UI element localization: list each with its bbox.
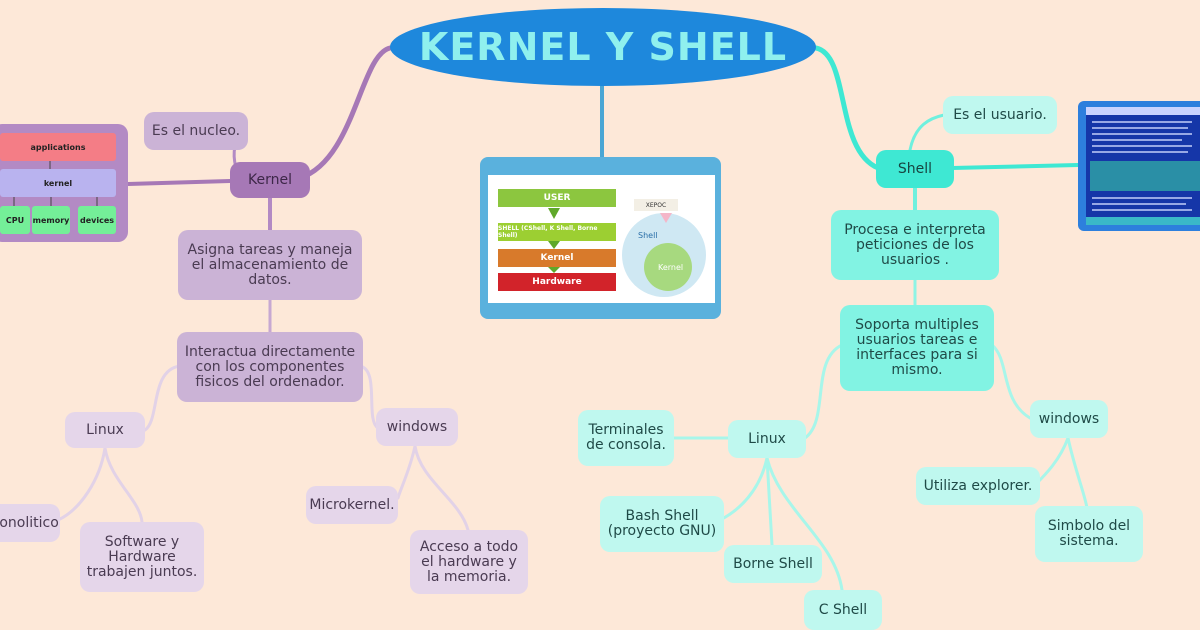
illu-layer-arrows xyxy=(488,175,715,303)
kernel-architecture-illustration: applications kernel CPU memory devices xyxy=(0,124,128,242)
shell-windows-node: windows xyxy=(1030,400,1108,438)
shell-supports: Soporta multiples usuarios tareas e inte… xyxy=(840,305,994,391)
kernel-windows-microkernel: Microkernel. xyxy=(306,486,398,524)
shell-windows-simbolo: Simbolo del sistema. xyxy=(1035,506,1143,562)
shell-windows-explorer: Utiliza explorer. xyxy=(916,467,1040,505)
kernel-interacts: Interactua directamente con los componen… xyxy=(177,332,363,402)
shell-layers-illustration: USER SHELL (CShell, K Shell, Borne Shell… xyxy=(480,157,721,319)
shell-linux-bash: Bash Shell (proyecto GNU) xyxy=(600,496,724,552)
illu-arrows xyxy=(0,124,128,242)
shell-linux-borne: Borne Shell xyxy=(724,545,822,583)
shell-node: Shell xyxy=(876,150,954,188)
shell-process: Procesa e interpreta peticiones de los u… xyxy=(831,210,999,280)
kernel-linux-node: Linux xyxy=(65,412,145,448)
illu-circle-outer-label: Shell xyxy=(638,231,658,240)
kernel-definition: Es el nucleo. xyxy=(144,112,248,150)
shell-linux-node: Linux xyxy=(728,420,806,458)
kernel-node: Kernel xyxy=(230,162,310,198)
illu-circle-inner-label: Kernel xyxy=(658,263,683,272)
terminal-screenshot-illustration xyxy=(1078,101,1200,231)
illu-tag: XEPOC xyxy=(634,199,678,211)
kernel-windows-node: windows xyxy=(376,408,458,446)
kernel-linux-monolitico: Monolitico xyxy=(0,504,60,542)
kernel-linux-software-hardware: Software y Hardware trabajen juntos. xyxy=(80,522,204,592)
kernel-task: Asigna tareas y maneja el almacenamiento… xyxy=(178,230,362,300)
shell-linux-terminales: Terminales de consola. xyxy=(578,410,674,466)
kernel-windows-access: Acceso a todo el hardware y la memoria. xyxy=(410,530,528,594)
main-title: KERNEL Y SHELL xyxy=(390,8,816,86)
shell-linux-c-shell: C Shell xyxy=(804,590,882,630)
shell-definition: Es el usuario. xyxy=(943,96,1057,134)
